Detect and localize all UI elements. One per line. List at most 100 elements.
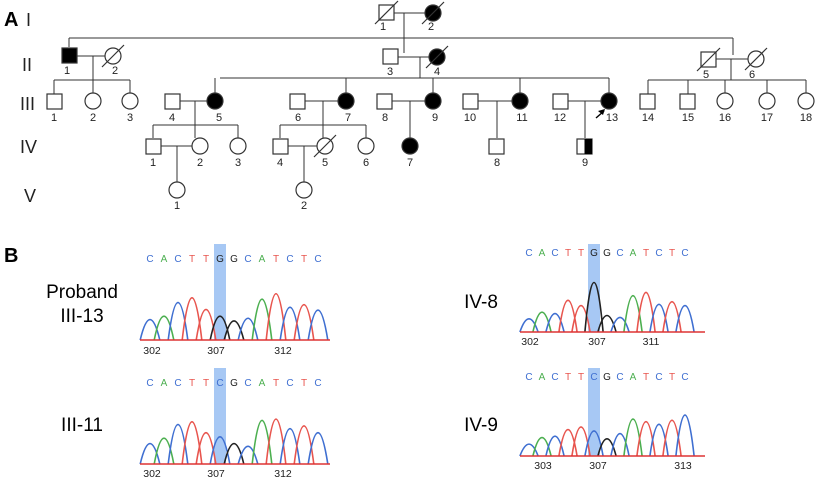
base-call: A [539, 372, 546, 383]
trace-peak [675, 305, 695, 333]
individual-iii-12 [552, 93, 569, 110]
number-iii-4: 4 [169, 112, 175, 124]
trace-label-iv-8: IV-8 [464, 292, 498, 313]
individual-iii-6 [289, 93, 306, 110]
number-ii-4: 4 [434, 66, 440, 78]
pedigree-symbols [46, 0, 815, 199]
trace-peak [545, 435, 565, 457]
individual-iii-17 [758, 92, 776, 110]
individual-iii-15 [679, 93, 696, 110]
generation-label-iii: III [20, 94, 35, 114]
generation-label-i: I [26, 10, 31, 30]
position-label: 302 [521, 336, 539, 348]
trace-peak [251, 298, 273, 341]
trace-peak [558, 429, 578, 457]
position-label: 312 [274, 345, 292, 357]
variant-highlight [214, 244, 226, 340]
base-call: C [244, 254, 251, 265]
base-call: T [669, 372, 675, 383]
number-iii-15: 15 [682, 112, 694, 124]
base-call: T [643, 248, 649, 259]
trace-peak [675, 414, 695, 457]
base-call: T [273, 254, 279, 265]
trace-peak [209, 315, 231, 341]
number-iii-11: 11 [516, 112, 527, 124]
trace-label-iv-9: IV-9 [464, 415, 498, 436]
number-v-1: 1 [174, 200, 180, 212]
base-call: T [203, 254, 209, 265]
base-call: C [616, 248, 623, 259]
base-call: T [565, 372, 571, 383]
base-call: A [259, 254, 266, 265]
individual-iv-6 [357, 137, 375, 155]
number-iii-8: 8 [382, 112, 388, 124]
trace-peak [610, 433, 630, 457]
trace-peak [662, 300, 682, 333]
position-label: 307 [589, 460, 607, 472]
number-iv-1: 1 [150, 157, 156, 169]
position-label: 307 [588, 336, 606, 348]
number-iv-7: 7 [407, 157, 413, 169]
individual-iii-16 [716, 92, 734, 110]
number-iii-10: 10 [464, 112, 476, 124]
number-iv-8: 8 [494, 157, 500, 169]
individual-ii-3 [382, 48, 399, 65]
number-ii-2: 2 [112, 65, 118, 77]
individual-iii-1 [46, 93, 63, 110]
individual-iii-18 [797, 92, 815, 110]
number-ii-6: 6 [749, 69, 755, 81]
base-call: T [203, 378, 209, 389]
trace-peak [571, 305, 591, 333]
individual-iv-5 [313, 134, 337, 158]
trace-peak [251, 419, 273, 465]
trace-peak [610, 316, 630, 333]
individual-v-2 [295, 181, 313, 199]
number-iii-1: 1 [51, 112, 57, 124]
individual-iii-8 [376, 93, 393, 110]
number-iii-5: 5 [216, 112, 222, 124]
individual-iii-14 [639, 93, 656, 110]
variant-highlight [588, 244, 600, 332]
individual-iii-3 [121, 92, 139, 110]
number-iv-3: 3 [235, 157, 241, 169]
base-call: T [189, 254, 195, 265]
individual-iv-9 [576, 138, 593, 155]
number-iv-2: 2 [197, 157, 203, 169]
trace-peak [195, 308, 217, 341]
number-iii-9: 9 [432, 112, 438, 124]
number-iv-9: 9 [582, 157, 588, 169]
base-call: T [565, 248, 571, 259]
trace-peak [636, 291, 656, 333]
trace-peak [209, 436, 231, 465]
trace-peak [307, 431, 329, 465]
trace-peak [519, 443, 539, 457]
number-i-1: 1 [380, 21, 386, 33]
number-iii-16: 16 [719, 112, 731, 124]
proband-arrow-icon [595, 109, 605, 119]
individual-iii-13 [600, 92, 618, 110]
base-call: C [244, 378, 251, 389]
trace-peak [649, 303, 669, 333]
trace-peak [195, 431, 217, 465]
number-iv-4: 4 [277, 157, 283, 169]
individual-ii-6 [744, 47, 768, 71]
base-call: C [681, 372, 688, 383]
individual-iv-4 [272, 138, 289, 155]
trace-peak [662, 419, 682, 457]
base-call: T [301, 378, 307, 389]
trace-peak [153, 437, 175, 465]
trace-peak [181, 421, 203, 465]
trace-peak [636, 420, 656, 457]
number-iii-2: 2 [90, 112, 96, 124]
base-call: G [230, 378, 238, 389]
trace-peak [153, 315, 175, 341]
base-call: C [655, 248, 662, 259]
generation-label-v: V [24, 186, 36, 206]
base-call: G [603, 372, 611, 383]
trace-peak [532, 311, 552, 333]
base-call: T [578, 248, 584, 259]
individual-ii-4 [425, 45, 449, 69]
